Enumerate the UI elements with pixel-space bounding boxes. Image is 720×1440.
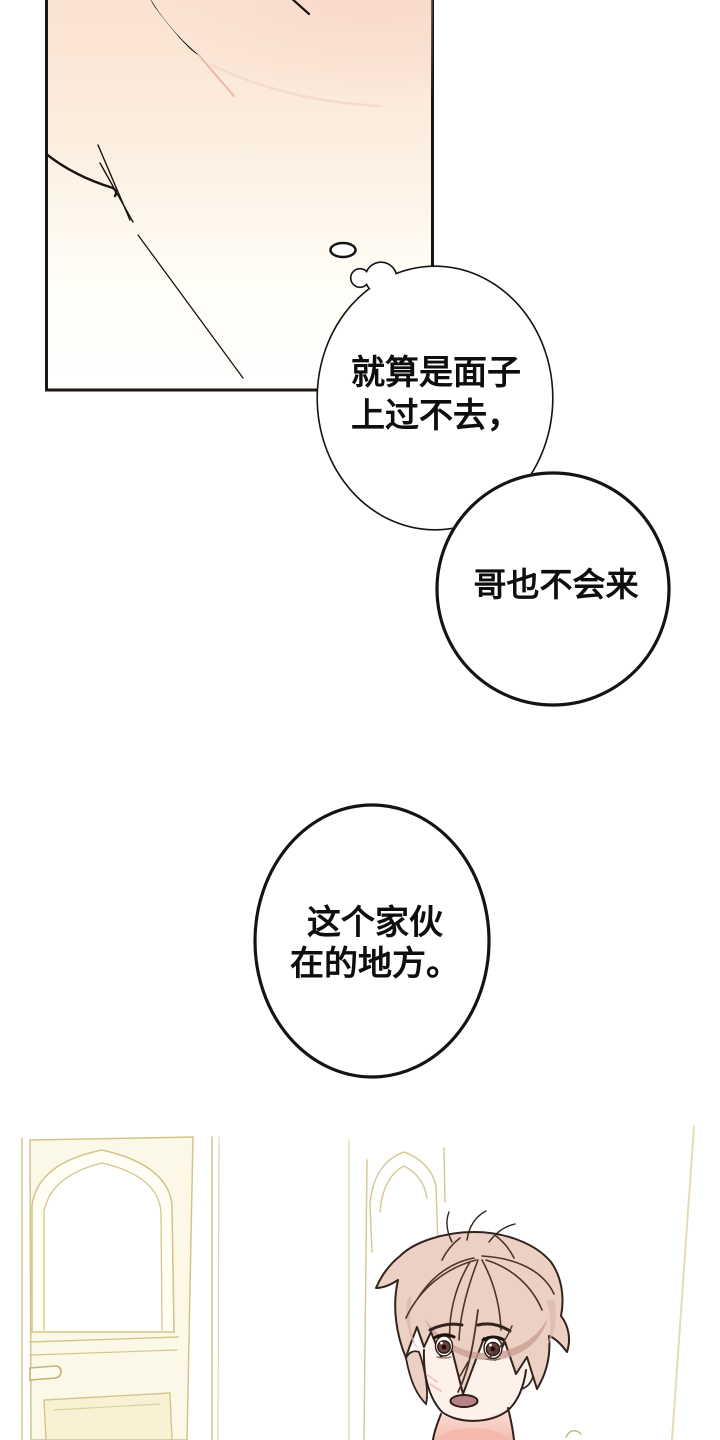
panel-bottom-scene — [21, 1125, 695, 1440]
speech-bubble-1-text: 就算是面子 上过不去， — [351, 352, 521, 438]
skin-crease-line — [198, 54, 235, 97]
small-ink-line — [291, 0, 311, 16]
door-lower-panel — [43, 1392, 173, 1440]
hair-strand-line — [466, 1210, 487, 1241]
hair-strand-line — [481, 1255, 555, 1295]
frame-line — [369, 1204, 373, 1253]
door-arch-inner — [43, 1162, 163, 1331]
lower-lid — [436, 1356, 452, 1359]
jaw-outline — [422, 1349, 527, 1422]
door-rail-line — [29, 1336, 179, 1343]
hair-strand-line — [495, 1235, 515, 1259]
floor-mark — [565, 1429, 582, 1438]
soft-contour-line — [208, 62, 382, 108]
frame-arch — [369, 1151, 437, 1206]
eye-highlight — [440, 1341, 443, 1345]
door-panel-line — [53, 1403, 161, 1411]
upper-lash — [481, 1335, 506, 1342]
fringe-strand-line — [488, 1325, 513, 1359]
panel-top-art — [46, 0, 382, 379]
panel-top-pink-wash — [46, 0, 433, 194]
mouth — [449, 1394, 479, 1408]
hair — [375, 1231, 570, 1395]
left-eye — [432, 1333, 456, 1359]
panel-top — [45, 0, 434, 392]
lower-lid — [485, 1358, 501, 1361]
hair-strand-line — [481, 1259, 502, 1331]
speech-line: 上过不去， — [351, 397, 521, 435]
thought-dot — [329, 241, 357, 259]
pupil — [490, 1346, 496, 1352]
hair-strand-line — [488, 1223, 516, 1243]
door-handle — [29, 1365, 62, 1381]
hair-shade — [424, 1318, 548, 1360]
left-eyebrow — [428, 1322, 464, 1332]
hair-strand-line — [446, 1211, 453, 1243]
speech-bubbles — [253, 241, 671, 1079]
speech-bubble-3-text: 这个家伙 在的地方。 — [290, 903, 460, 985]
speech-bubble-2-text: 哥也不会来 — [474, 565, 639, 605]
back-door-frame — [363, 1147, 446, 1440]
speech-line: 这个家伙 — [307, 904, 443, 942]
bubble-curl-fill — [351, 269, 369, 287]
speech-line: 在的地方。 — [290, 945, 460, 983]
neck-line — [432, 1413, 442, 1440]
hair-shade — [546, 1300, 556, 1348]
hair-strand-line — [417, 1257, 475, 1299]
hair-antennae — [446, 1210, 516, 1243]
wall-corner-line — [671, 1125, 695, 1440]
character — [375, 1210, 570, 1440]
hair-strand-line — [485, 1259, 543, 1311]
eye-highlight — [489, 1343, 492, 1347]
hair-strands — [405, 1235, 555, 1345]
door-frame-line — [217, 1136, 220, 1440]
cheek-blush — [425, 1373, 442, 1392]
neck-line — [507, 1407, 515, 1440]
left-door — [21, 1136, 220, 1440]
speech-bubble-3 — [253, 803, 491, 1079]
neck-blush — [439, 1428, 507, 1440]
hair-strand-line — [405, 1259, 477, 1319]
fringe-strand-line — [457, 1309, 479, 1393]
bubble-body — [435, 471, 671, 707]
bubble-body — [253, 803, 491, 1079]
hair-strand-line — [441, 1237, 461, 1261]
frame-line — [443, 1147, 446, 1203]
hair-strand-line — [458, 1259, 479, 1341]
speech-line: 哥也不会来 — [473, 566, 639, 603]
hair-sideburn — [405, 1350, 428, 1406]
door-rail-line — [29, 1349, 178, 1356]
pupil — [441, 1344, 447, 1350]
bubble-body-fill — [318, 267, 552, 529]
right-eyebrow — [476, 1322, 512, 1333]
nose-line — [459, 1361, 469, 1377]
diagonal-art-line — [137, 234, 244, 379]
speech-bubble-2 — [435, 471, 671, 707]
shoulder-contour-line — [46, 152, 118, 198]
speech-line: 就算是面子 — [351, 354, 521, 392]
hair-shade — [406, 1296, 418, 1350]
frame-line — [363, 1159, 368, 1440]
speech-bubble-1 — [316, 261, 554, 531]
frame-arch-inner — [379, 1165, 428, 1213]
speed-line — [99, 162, 134, 223]
upper-lash — [432, 1333, 456, 1340]
